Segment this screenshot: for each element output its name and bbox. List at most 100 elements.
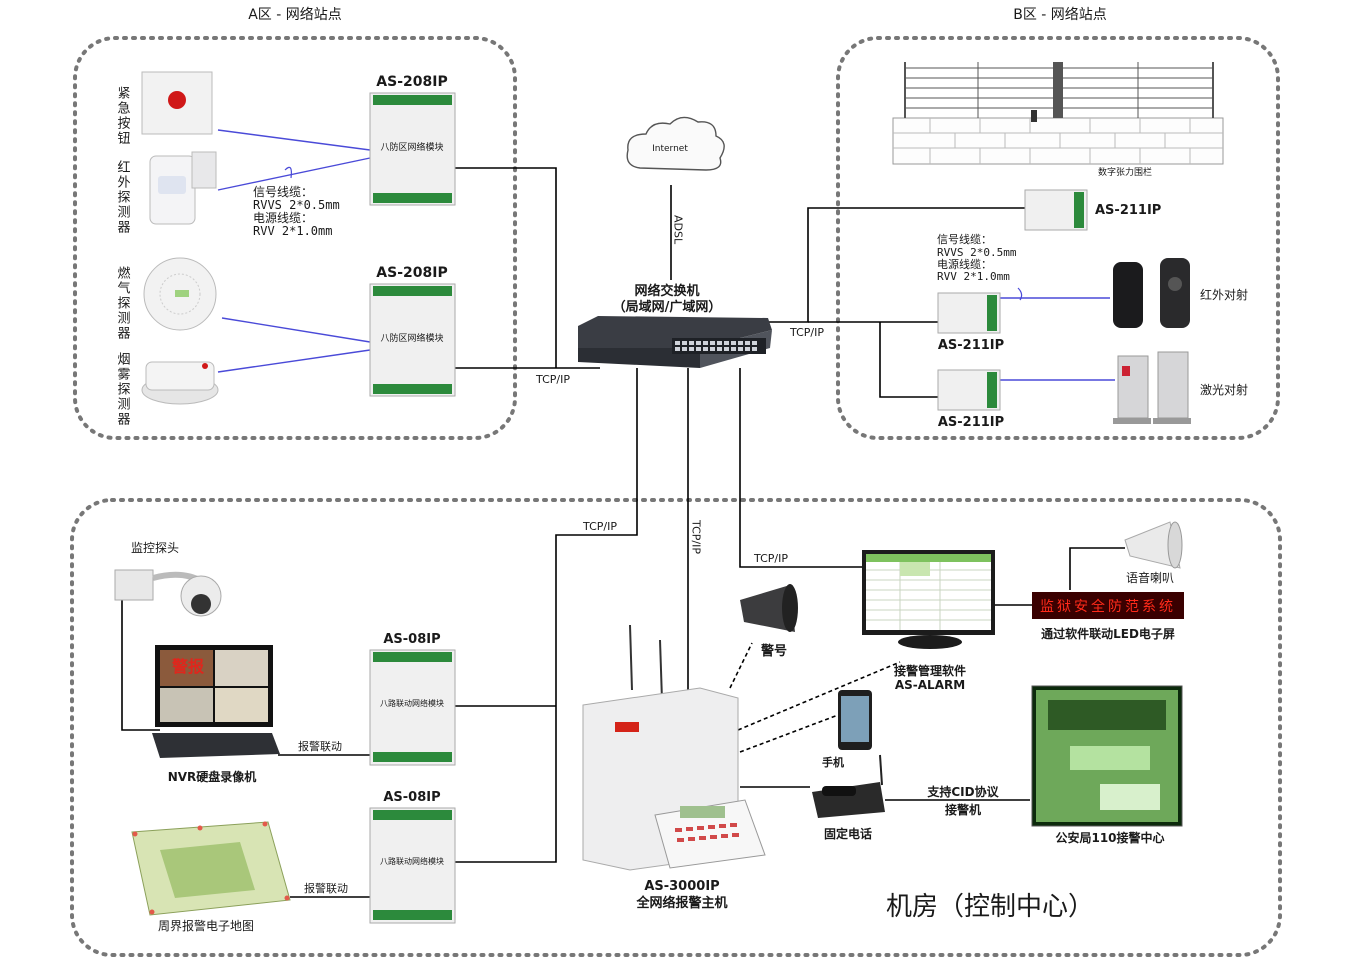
- link-b-top: [765, 207, 1025, 323]
- zone-b-module-top-terminal: [1074, 192, 1084, 228]
- link-speaker: [1069, 547, 1125, 590]
- zone-a-module-1: AS-208IP 八防区网络模块: [369, 74, 456, 206]
- gas-detector-grill: [159, 273, 201, 315]
- zone-a-module-1-label: 八防区网络模块: [380, 141, 443, 153]
- tension-fence: [892, 62, 1224, 165]
- laser-beam-left: [1117, 355, 1149, 419]
- nvr-screen-q1: [160, 650, 213, 686]
- cable-b-line2: RVVS 2*0.5mm: [937, 246, 1017, 259]
- cable-marker-b: [1017, 287, 1023, 301]
- zone-b-module-mid-terminal: [987, 295, 997, 331]
- cable-a-line2: RVVS 2*0.5mm: [253, 198, 340, 212]
- zone-b-border: [836, 36, 1280, 440]
- led-panel: [1032, 592, 1184, 619]
- laser-beam-base-left: [1113, 418, 1151, 424]
- cloud-icon: [626, 116, 725, 171]
- phone-screen: [841, 696, 869, 742]
- zone-b-module-top: [1024, 189, 1088, 231]
- host-brand-logo: [615, 722, 639, 732]
- control-module-1: AS-08IP 八路联动网络模块: [369, 632, 456, 766]
- zone-b-module-top-model: AS-211IP: [1095, 203, 1161, 218]
- tcp-label-b: TCP/IP: [789, 326, 824, 339]
- antenna-right: [659, 639, 663, 701]
- nvr-alarm-text: 警报: [171, 657, 204, 676]
- zone-a-title: A区 - 网络站点: [248, 7, 342, 23]
- landline-label: 固定电话: [824, 826, 872, 841]
- link-b-bot: [879, 322, 938, 398]
- infrared-detector-lens: [158, 176, 186, 194]
- nvr-recorder: [152, 733, 280, 758]
- zone-a-module-1-terminal-bottom: [373, 193, 452, 203]
- network-switch: [578, 316, 772, 368]
- speaker-mouth: [1167, 521, 1183, 569]
- control-module-1-terminal-bottom: [373, 752, 452, 762]
- smoke-detector-led: [202, 363, 208, 369]
- led-text: 监狱安全防范系统: [1040, 598, 1176, 615]
- infrared-beam-device: [1113, 258, 1190, 328]
- control-module-2-label: 八路联动网络模块: [380, 856, 444, 866]
- link-host-phone: [739, 714, 839, 753]
- wire-ir: [217, 157, 371, 191]
- emergency-button-label: 紧急按钮: [115, 86, 131, 146]
- speaker-label: 语音喇叭: [1126, 570, 1174, 585]
- control-zone-title: 机房（控制中心）: [886, 892, 1094, 922]
- laser-beam-right: [1157, 351, 1189, 419]
- map-inner: [160, 842, 255, 898]
- zone-a-module-1-body: [369, 92, 456, 206]
- switch-title: 网络交换机: [634, 283, 699, 299]
- internet-label: Internet: [652, 144, 688, 154]
- map-markers: [132, 821, 290, 915]
- landline-handset: [822, 786, 856, 796]
- police-center-image: [1031, 685, 1183, 827]
- gas-detector-text: 燃气探测器: [115, 265, 131, 341]
- laser-beam-device: [1113, 351, 1191, 424]
- laser-beam-label: 激光对射: [1200, 382, 1248, 397]
- tcp-label-ctrl-mid: TCP/IP: [690, 519, 703, 554]
- tcp-label-ctrl-right: TCP/IP: [753, 552, 788, 565]
- control-module-2-model: AS-08IP: [383, 790, 440, 805]
- zone-a-module-2-body: [369, 283, 456, 397]
- keypad-keys: [675, 823, 739, 842]
- police-console: [1070, 746, 1150, 770]
- tcp-label-a: TCP/IP: [535, 373, 570, 386]
- fence-controller-post: [1053, 62, 1063, 118]
- software-label-line2: AS-ALARM: [895, 678, 965, 692]
- signal-wires-a: [217, 129, 1115, 381]
- network-links: [121, 167, 1125, 898]
- cid-label-line1: 支持CID协议: [926, 784, 999, 799]
- fence-bricks: [893, 118, 1223, 164]
- host-model: AS-3000IP: [644, 879, 719, 894]
- nvr-screen-q2: [215, 650, 268, 686]
- alarm-software-monitor: [862, 550, 995, 649]
- zone-a-module-2: AS-208IP 八防区网络模块: [369, 265, 456, 397]
- laser-beam-base-right: [1153, 418, 1191, 424]
- link-camera: [121, 600, 160, 731]
- gas-detector-device: [143, 257, 217, 331]
- perimeter-map: [131, 821, 291, 916]
- led-caption: 通过软件联动LED电子屏: [1041, 626, 1175, 641]
- switch-side: [578, 348, 700, 368]
- laser-beam-emitter: [1122, 366, 1130, 376]
- phone-label: 手机: [822, 755, 844, 769]
- link-host-siren: [729, 642, 753, 689]
- control-module-2-terminal-top: [373, 810, 452, 820]
- link-ctrl-software: [739, 368, 865, 568]
- police-screens: [1048, 700, 1166, 730]
- zone-b-module-bot: [937, 369, 1001, 411]
- emergency-button-icon: [168, 91, 186, 109]
- police-desk: [1100, 784, 1160, 810]
- host-keypad: [654, 799, 766, 869]
- alarm-link-label-2: 报警联动: [304, 881, 348, 895]
- link-ctrl-left: [455, 368, 638, 863]
- siren-device: [740, 584, 798, 632]
- siren-mouth: [782, 584, 798, 632]
- zone-b-module-mid: [937, 292, 1001, 334]
- control-module-2: AS-08IP 八路联动网络模块: [369, 790, 456, 924]
- cable-marker-a: [284, 166, 292, 179]
- fence-wall: [892, 117, 1224, 165]
- infrared-detector-bracket: [191, 151, 217, 189]
- wireless-links: [729, 642, 901, 753]
- nvr-label: NVR硬盘录像机: [168, 769, 257, 784]
- cable-a-line1: 信号线缆：: [253, 185, 313, 199]
- mobile-phone-device: [838, 690, 872, 750]
